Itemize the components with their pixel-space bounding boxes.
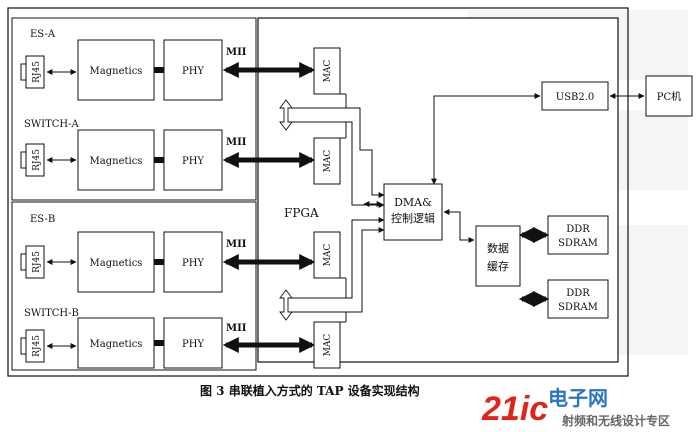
magnetics-label-switch-a: Magnetics: [90, 156, 143, 167]
data-buffer-box: [475, 225, 521, 287]
rj45-tab-switch-b: [20, 337, 27, 355]
mac-label-3: MAC: [323, 244, 333, 267]
mac-block-1: [313, 47, 341, 95]
phy-label-es-b: PHY: [182, 258, 204, 269]
rj45-tab-switch-a: [20, 151, 27, 169]
mac-blocks: MAC MAC MAC MAC: [313, 47, 341, 369]
port-row-es-b: ES-B RJ45 Magnetics PHY MII: [20, 214, 316, 293]
port-name-es-b: ES-B: [30, 214, 55, 225]
phy-es-a: [163, 39, 223, 101]
phy-switch-b: [163, 317, 223, 369]
phy-label-switch-a: PHY: [182, 156, 204, 167]
outer-frame: [7, 7, 629, 377]
phy-label-es-a: PHY: [182, 66, 204, 77]
magnetics-switch-b: [77, 317, 155, 369]
mac-block-4: [313, 321, 341, 369]
port-row-switch-b: SWITCH-B RJ45 Magnetics PHY MII: [20, 308, 316, 369]
phy-label-switch-b: PHY: [182, 339, 204, 350]
magnetics-switch-a: [77, 129, 155, 191]
mac-label-4: MAC: [323, 334, 333, 357]
magnetics-es-a: [77, 39, 155, 101]
magnetics-es-b: [77, 231, 155, 293]
mac-pair-links: [279, 99, 293, 321]
port-name-switch-b: SWITCH-B: [24, 308, 79, 319]
buffer-label-line2: 缓存: [487, 259, 509, 273]
watermark: 21ic 电子网 射频和无线设计专区: [481, 386, 670, 428]
ddr-label-1-line1: DDR: [566, 224, 590, 235]
watermark-line2: 射频和无线设计专区: [561, 413, 670, 428]
mii-label-switch-a: MII: [226, 137, 247, 148]
phy-switch-a: [163, 129, 223, 191]
magnetics-label-es-a: Magnetics: [90, 66, 143, 77]
mac-block-3: [313, 231, 341, 279]
port-name-switch-a: SWITCH-A: [24, 119, 80, 130]
magnetics-label-es-b: Magnetics: [90, 258, 143, 269]
ddr-label-2-line1: DDR: [566, 288, 590, 299]
buffer-label-line1: 数据: [487, 241, 509, 255]
port-row-switch-a: SWITCH-A RJ45 Magnetics PHY MII: [20, 119, 316, 191]
pc-box: [645, 75, 693, 117]
dma-label-line2: 控制逻辑: [391, 211, 435, 225]
port-name-es-a: ES-A: [30, 29, 56, 40]
dma-control-box: [383, 183, 443, 241]
rj45-label-es-a: RJ45: [32, 61, 42, 83]
mac-label-1: MAC: [323, 60, 333, 83]
ddr-label-1-line2: SDRAM: [558, 238, 598, 249]
phy-es-b: [163, 231, 223, 293]
dma-buffer-link: [443, 209, 475, 243]
mii-label-es-a: MII: [226, 47, 247, 58]
fpga-label: FPGA: [284, 206, 319, 220]
ddr-label-2-line2: SDRAM: [558, 302, 598, 313]
watermark-line1: 电子网: [548, 386, 608, 410]
rj45-label-switch-a: RJ45: [32, 149, 42, 171]
pc-label: PC机: [657, 90, 681, 103]
magnetics-label-switch-b: Magnetics: [90, 339, 143, 350]
usb-box: [541, 81, 609, 111]
rj45-label-es-b: RJ45: [32, 251, 42, 273]
port-row-es-a: ES-A RJ45 Magnetics PHY MII: [20, 29, 316, 101]
rj45-tab-es-b: [20, 253, 27, 271]
rj45-label-switch-b: RJ45: [32, 335, 42, 357]
mac-block-2: [313, 137, 341, 185]
ddr-sdram-2: [547, 279, 609, 319]
usb-label: USB2.0: [556, 92, 595, 103]
dma-label-line1: DMA&: [394, 196, 432, 209]
mii-label-es-b: MII: [226, 239, 247, 250]
mac-label-2: MAC: [323, 150, 333, 173]
mii-label-switch-b: MII: [226, 323, 247, 334]
rj45-tab-es-a: [20, 63, 27, 81]
dma-usb-link: [431, 93, 541, 185]
ddr-sdram-1: [547, 215, 609, 255]
watermark-logo: 21ic: [481, 390, 548, 428]
figure-caption: 图 3 串联植入方式的 TAP 设备实现结构: [200, 383, 420, 398]
